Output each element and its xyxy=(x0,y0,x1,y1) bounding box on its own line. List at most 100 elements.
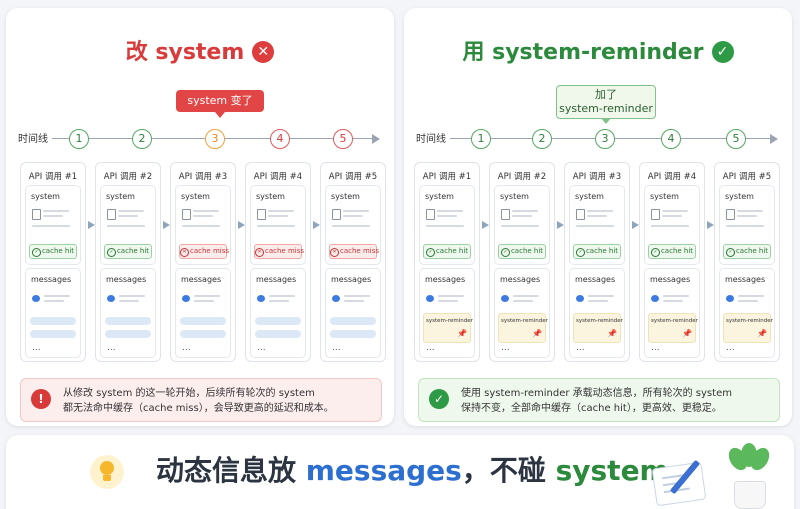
api-call-card: API 调用 #1 system ✓cache hit messages ... xyxy=(20,162,86,362)
banner-headline: 动态信息放 messages，不碰 system xyxy=(156,449,669,489)
placeholder-line xyxy=(651,225,689,227)
placeholder-line xyxy=(344,295,370,297)
timeline-node-2: 2 xyxy=(132,129,152,149)
messages-section: messages system-reminder 📌 ... xyxy=(569,268,625,358)
chat-bubble-icon xyxy=(182,295,190,302)
cache-status-text: cache miss xyxy=(265,247,305,255)
cache-status-text: cache miss xyxy=(190,247,230,255)
document-icon xyxy=(576,209,585,220)
placeholder-line xyxy=(269,300,289,302)
system-section: system ✓cache hit xyxy=(25,185,81,265)
placeholder-line xyxy=(332,225,370,227)
left-panel-title: 改 system✕ xyxy=(6,34,394,66)
cache-status-text: cache hit xyxy=(510,247,544,255)
document-icon xyxy=(726,209,735,220)
card-title: API 调用 #5 xyxy=(722,172,772,182)
system-reminder-block: system-reminder 📌 xyxy=(573,313,623,343)
message-pill xyxy=(105,330,151,338)
check-icon: ✓ xyxy=(429,389,449,409)
system-section: system ✕cache miss xyxy=(250,185,306,265)
cache-hit-badge: ✓cache hit xyxy=(423,244,471,259)
chat-bubble-icon xyxy=(107,295,115,302)
card-title: API 调用 #3 xyxy=(178,172,228,182)
messages-label: messages xyxy=(31,275,72,284)
messages-section: messages system-reminder 📌 ... xyxy=(494,268,550,358)
messages-section: messages ... xyxy=(175,268,231,358)
system-section: system ✕cache miss xyxy=(325,185,381,265)
placeholder-line xyxy=(107,225,145,227)
plant-icon xyxy=(724,443,774,509)
placeholder-line xyxy=(182,225,220,227)
api-call-card: API 调用 #5 system ✕cache miss messages ..… xyxy=(320,162,386,362)
system-label: system xyxy=(575,192,604,201)
card-title: API 调用 #1 xyxy=(28,172,78,182)
system-label: system xyxy=(181,192,210,201)
x-circle-icon: ✕ xyxy=(180,248,189,257)
placeholder-line xyxy=(118,210,144,212)
system-label: system xyxy=(106,192,135,201)
ellipsis: ... xyxy=(257,343,266,353)
messages-label: messages xyxy=(181,275,222,284)
cache-status-text: cache hit xyxy=(585,247,619,255)
system-label: system xyxy=(331,192,360,201)
card-title: API 调用 #5 xyxy=(328,172,378,182)
pin-icon: 📌 xyxy=(757,329,767,338)
reminder-label: system-reminder xyxy=(576,318,623,324)
system-section: system ✕cache miss xyxy=(175,185,231,265)
api-call-card: API 调用 #4 system ✕cache miss messages ..… xyxy=(245,162,311,362)
document-icon xyxy=(257,209,266,220)
chat-bubble-icon xyxy=(332,295,340,302)
placeholder-line xyxy=(193,215,213,217)
cache-miss-badge: ✕cache miss xyxy=(179,244,230,259)
arrow-right-icon xyxy=(707,221,714,229)
ellipsis: ... xyxy=(426,343,435,353)
cache-miss-badge: ✕cache miss xyxy=(254,244,305,259)
timeline-label: 时间线 xyxy=(18,134,48,145)
cache-status-text: cache hit xyxy=(735,247,769,255)
placeholder-line xyxy=(44,300,64,302)
document-icon xyxy=(332,209,341,220)
api-call-card: API 调用 #3 system ✓cache hit messages sys… xyxy=(564,162,630,362)
card-title: API 调用 #1 xyxy=(422,172,472,182)
message-pill xyxy=(330,330,376,338)
reminder-label: system-reminder xyxy=(426,318,473,324)
pin-icon: 📌 xyxy=(457,329,467,338)
cache-hit-badge: ✓cache hit xyxy=(104,244,152,259)
placeholder-line xyxy=(663,300,683,302)
messages-label: messages xyxy=(331,275,372,284)
messages-label: messages xyxy=(256,275,297,284)
cache-hit-badge: ✓cache hit xyxy=(723,244,771,259)
arrow-right-icon xyxy=(163,221,170,229)
system-section: system ✓cache hit xyxy=(719,185,775,265)
system-reminder-block: system-reminder 📌 xyxy=(723,313,773,343)
placeholder-line xyxy=(194,295,220,297)
cache-miss-badge: ✕cache miss xyxy=(329,244,379,259)
document-icon xyxy=(182,209,191,220)
cache-hit-badge: ✓cache hit xyxy=(573,244,621,259)
messages-section: messages ... xyxy=(325,268,381,358)
system-section: system ✓cache hit xyxy=(494,185,550,265)
note-line-1: 使用 system-reminder 承载动态信息，所有轮次的 system xyxy=(461,388,732,399)
placeholder-line xyxy=(44,295,70,297)
system-reminder-block: system-reminder 📌 xyxy=(423,313,473,343)
system-label: system xyxy=(425,192,454,201)
reminder-added-callout: 加了 system-reminder xyxy=(556,85,656,124)
pin-icon: 📌 xyxy=(682,329,692,338)
right-panel: 用 system-reminder✓ 加了 system-reminder 时间… xyxy=(404,8,792,426)
callout-line-1: 加了 xyxy=(595,88,617,101)
plant-pot xyxy=(734,481,766,509)
system-label: system xyxy=(256,192,285,201)
system-reminder-block: system-reminder 📌 xyxy=(498,313,548,343)
ellipsis: ... xyxy=(107,343,116,353)
timeline-arrow-icon xyxy=(372,134,380,144)
system-label: system xyxy=(725,192,754,201)
card-title: API 调用 #4 xyxy=(253,172,303,182)
note-line-2: 都无法命中缓存（cache miss），会导致更高的延迟和成本。 xyxy=(63,403,334,414)
ellipsis: ... xyxy=(332,343,341,353)
message-pill xyxy=(330,317,376,325)
placeholder-line xyxy=(43,210,69,212)
timeline-node-1: 1 xyxy=(69,129,89,149)
messages-section: messages system-reminder 📌 ... xyxy=(644,268,700,358)
placeholder-line xyxy=(512,215,532,217)
check-circle-icon: ✓ xyxy=(425,248,435,257)
